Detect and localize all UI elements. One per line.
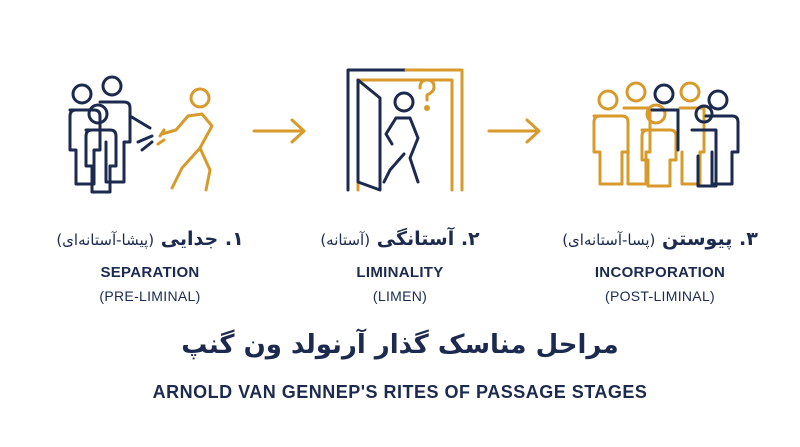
separation-people-icon	[68, 75, 214, 194]
stage-subtitle-en: (POST-LIMINAL)	[605, 288, 715, 304]
stage-title-en: SEPARATION	[100, 264, 200, 281]
stage-title-en: INCORPORATION	[594, 264, 726, 281]
stage-subtitle-fa: (پسا-آستانه‌ای)	[562, 231, 656, 249]
doorway-walker-icon	[346, 68, 464, 192]
arrow-right-icon	[487, 118, 541, 144]
stage-subtitle-fa: (پیشا-آستانه‌ای)	[56, 231, 155, 249]
stage-title-fa: ۳. پیوستن	[662, 228, 758, 250]
stage-subtitle-en: (LIMEN)	[372, 288, 428, 304]
group-embrace-icon	[592, 81, 740, 188]
main-title-en: ARNOLD VAN GENNEP'S RITES OF PASSAGE STA…	[152, 382, 648, 402]
stage-subtitle-fa: (آستانه)	[320, 231, 371, 249]
main-title-fa: مراحل مناسک گذار آرنولد ون گنپ	[181, 330, 619, 360]
stage-title-fa: ۱. جدایی	[160, 228, 244, 250]
stage-title-en: LIMINALITY	[356, 264, 444, 281]
stage-title-fa: ۲. آستانگی	[376, 228, 480, 250]
stage-subtitle-en: (PRE-LIMINAL)	[99, 288, 201, 304]
arrow-right-icon	[252, 118, 306, 144]
